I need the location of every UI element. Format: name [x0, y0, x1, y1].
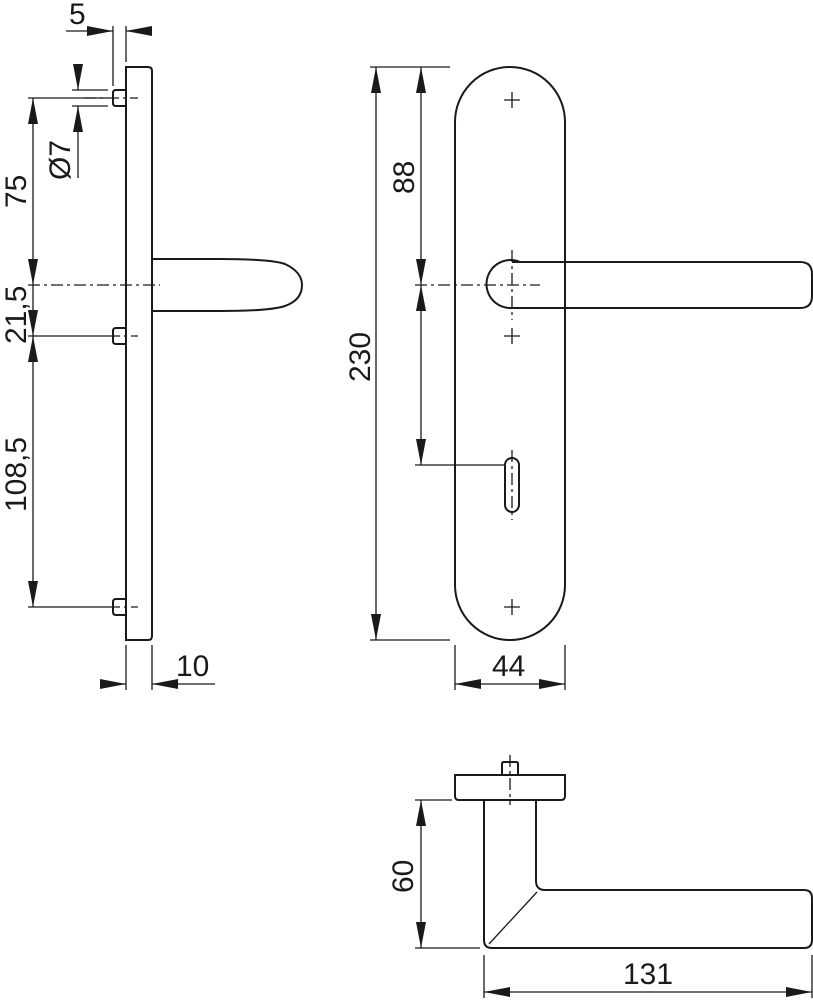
side-view: 5 Ø7 75 21,5 108,5 10	[0, 0, 304, 690]
dim-rose-offset: 5	[69, 0, 86, 31]
top-rose	[454, 774, 566, 801]
side-lever	[152, 258, 304, 312]
dim-plate-height: 230	[344, 332, 377, 382]
dim-plate-thickness: 10	[176, 650, 209, 683]
screw-pins	[112, 89, 126, 616]
dim-pin-diameter: Ø7	[44, 140, 77, 180]
front-plate	[454, 66, 566, 641]
screw-marks	[504, 92, 520, 615]
dim-plate-width: 44	[492, 650, 525, 683]
front-view: 230 88 44	[344, 66, 813, 690]
front-rose	[485, 259, 521, 310]
top-view: 60 131	[387, 755, 813, 998]
dim-handle-projection: 60	[387, 860, 420, 893]
dim-top-to-spindle: 88	[388, 161, 421, 194]
dim-screw-spacing: 108,5	[0, 437, 33, 512]
dim-top-to-handle: 75	[0, 175, 33, 208]
top-lever	[483, 800, 813, 949]
dim-handle-length: 131	[623, 958, 673, 991]
side-plate	[125, 66, 153, 641]
front-lever	[512, 261, 813, 309]
dim-handle-to-screw: 21,5	[0, 286, 33, 344]
